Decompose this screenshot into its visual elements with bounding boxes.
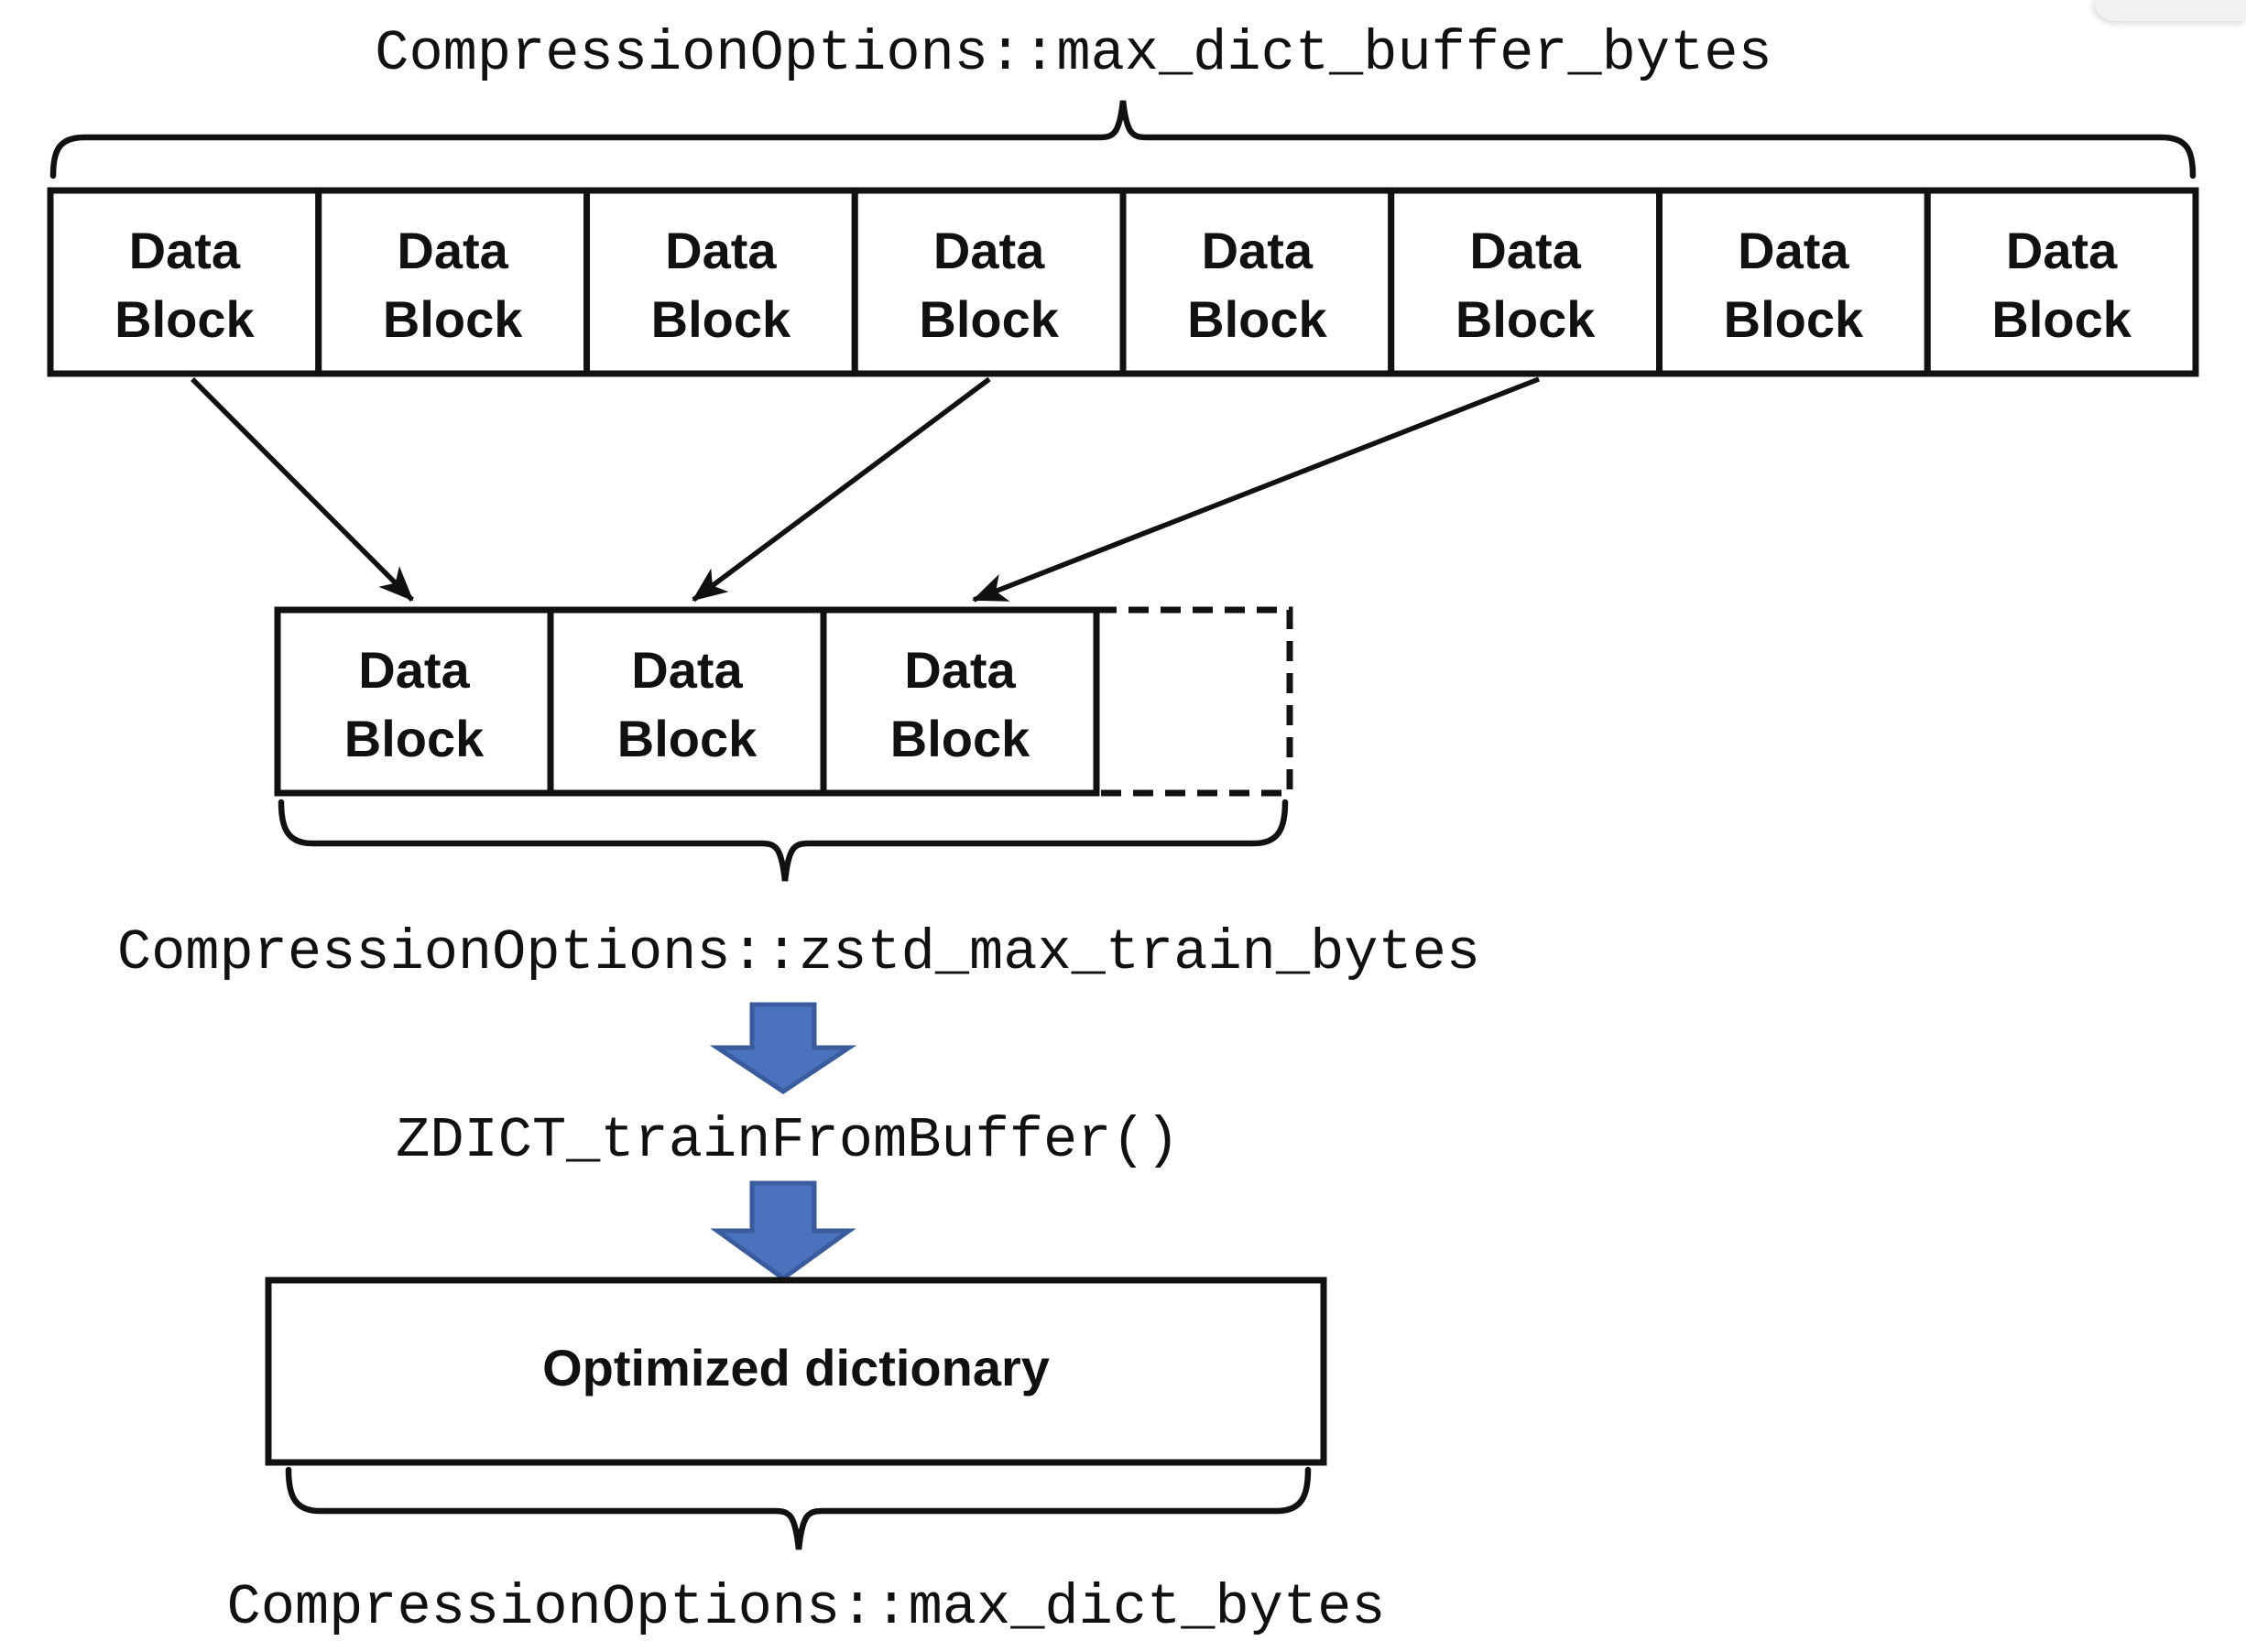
label-max-dict-buffer-bytes: CompressionOptions::max_dict_buffer_byte… (375, 21, 1772, 86)
sampling-arrows (191, 376, 1541, 603)
sample-arrow-2 (692, 376, 991, 603)
data-block-cell (547, 606, 827, 797)
brace-max-dict-bytes (285, 1466, 1312, 1550)
data-block-cell (1388, 187, 1663, 377)
optimized-dictionary-box (265, 1277, 1327, 1466)
data-block-cell (1924, 187, 2199, 377)
data-block-cell (820, 606, 1100, 797)
optimized-dictionary-label: Optimized dictionary (542, 1339, 1050, 1397)
down-arrow-icon (709, 1002, 857, 1095)
label-zdict-train-from-buffer: ZDICT_trainFromBuffer() (396, 1108, 1180, 1173)
label-max-dict-bytes: CompressionOptions::max_dict_bytes (226, 1575, 1385, 1640)
sample-arrow-3 (972, 376, 1541, 603)
label-zstd-max-train-bytes: CompressionOptions::zstd_max_train_bytes (117, 920, 1480, 985)
corner-tab (2094, 0, 2246, 21)
data-block-cell (47, 187, 322, 377)
data-block-cell (583, 187, 858, 377)
dashed-placeholder-block (1096, 606, 1293, 797)
brace-max-dict-buffer-bytes (49, 100, 2197, 179)
sample-arrow-1 (191, 377, 414, 602)
data-block-cell (851, 187, 1127, 377)
data-block-cell (274, 606, 554, 797)
down-arrow-icon (710, 1180, 856, 1282)
brace-zstd-max-train-bytes (278, 799, 1289, 882)
data-block-cell (1656, 187, 1931, 377)
